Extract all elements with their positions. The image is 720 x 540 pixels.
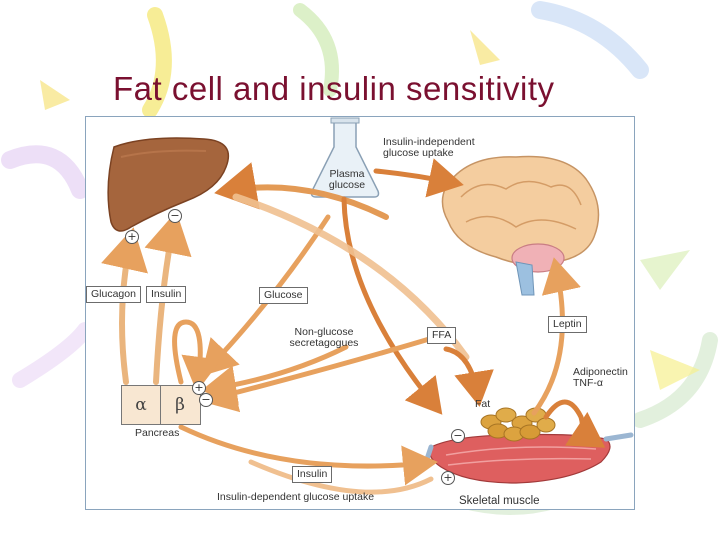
- non-glucose-label: Non-glucose secretagogues: [289, 326, 359, 349]
- ffa-label: FFA: [427, 327, 457, 344]
- insulin-independent-uptake-label: Insulin-independent glucose uptake: [383, 136, 475, 159]
- diagram-graphics: [101, 117, 634, 495]
- pancreas-label: Pancreas: [135, 427, 180, 439]
- fat-label: Fat: [475, 398, 491, 410]
- brain-shape: [441, 155, 600, 296]
- leptin-label: Leptin: [548, 316, 587, 333]
- insulin-bottom-label: Insulin: [292, 466, 333, 483]
- liver-plus-sign: +: [125, 230, 139, 244]
- pancreas-box: α β: [121, 385, 201, 425]
- beta-cell-label: β: [160, 386, 199, 424]
- muscle-plus-sign: +: [441, 471, 455, 485]
- diagram-frame: Plasma glucose Insulin-independent gluco…: [85, 116, 635, 510]
- alpha-cell-label: α: [135, 395, 147, 415]
- glucose-label: Glucose: [259, 287, 308, 304]
- liver-shape: [107, 137, 230, 232]
- glucagon-label: Glucagon: [86, 286, 141, 303]
- skeletal-muscle-label: Skeletal muscle: [459, 495, 540, 507]
- fat-minus-sign: −: [451, 429, 465, 443]
- pancreas-plus-sign: +: [192, 381, 206, 395]
- pancreas-minus-sign: −: [199, 393, 213, 407]
- adiponectin-label: Adiponectin TNF-α: [573, 366, 628, 389]
- insulin-dependent-uptake-label: Insulin-dependent glucose uptake: [217, 491, 375, 503]
- slide-title: Fat cell and insulin sensitivity: [113, 70, 555, 107]
- insulin-top-label: Insulin: [146, 286, 187, 303]
- liver-minus-sign: −: [168, 209, 182, 223]
- flask-label: Plasma glucose: [328, 168, 366, 191]
